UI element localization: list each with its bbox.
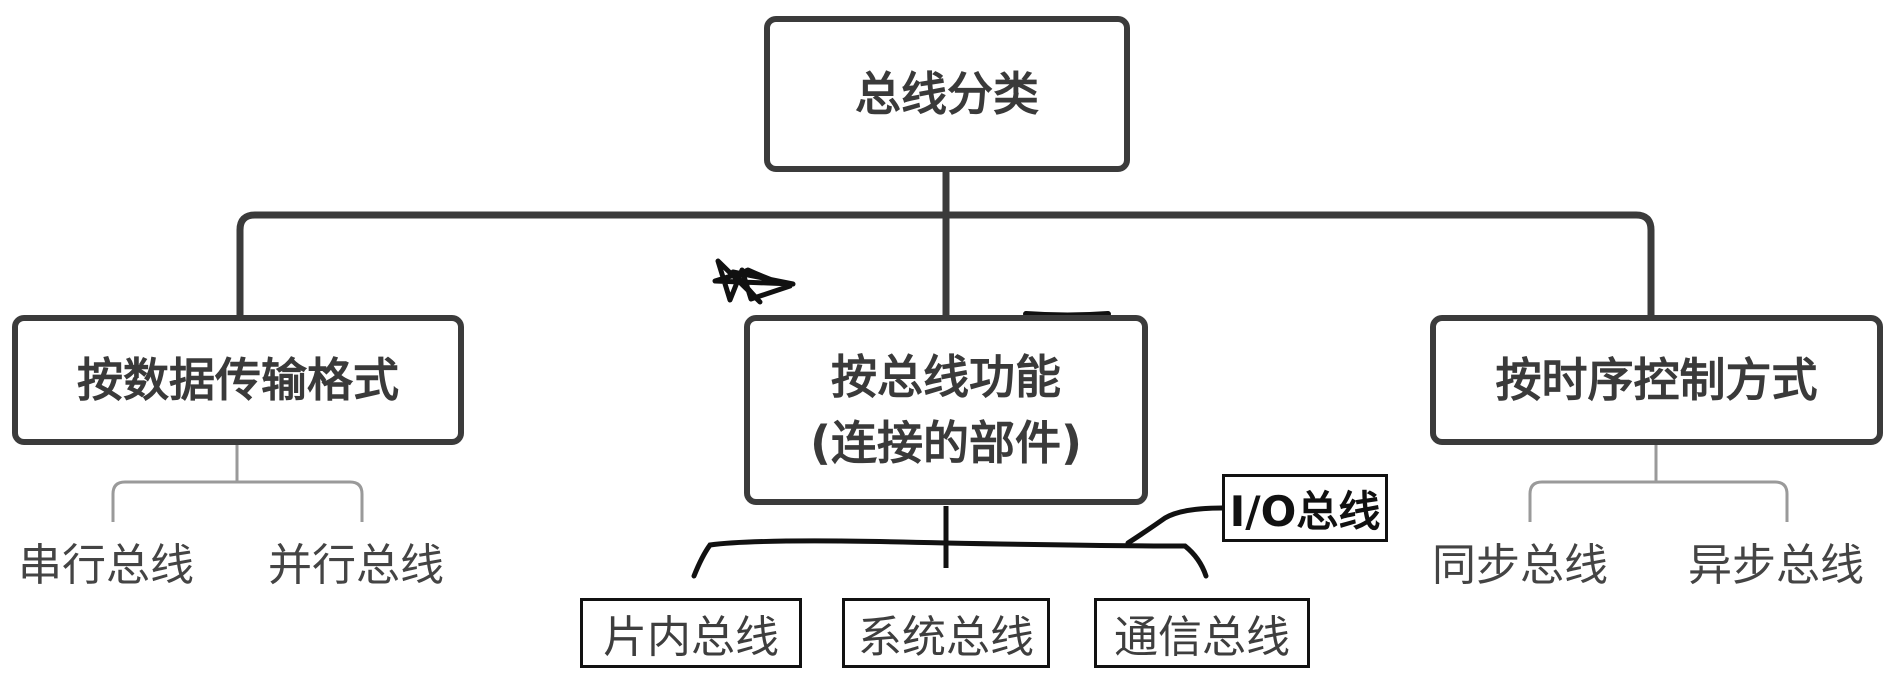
category-function: 按总线功能 (连接的部件) <box>744 315 1148 505</box>
right-child-bracket <box>1528 442 1789 522</box>
star-icon <box>712 258 796 305</box>
category-timing: 按时序控制方式 <box>1430 315 1883 445</box>
io-callout-line <box>1125 505 1225 546</box>
leaf-communication-bus: 通信总线 <box>1094 598 1310 668</box>
category-sublabel: (连接的部件) <box>809 416 1083 470</box>
leaf-system-bus: 系统总线 <box>842 598 1050 668</box>
leaf-serial-bus: 串行总线 <box>18 540 194 591</box>
category-label: 按数据传输格式 <box>77 353 399 407</box>
leaf-async-bus: 异步总线 <box>1688 540 1864 591</box>
left-child-bracket <box>111 442 364 522</box>
center-child-bracket <box>691 538 1209 579</box>
io-bus-annotation: I/O总线 <box>1222 474 1388 542</box>
category-label: 按时序控制方式 <box>1495 353 1818 407</box>
leaf-sync-bus: 同步总线 <box>1432 540 1608 591</box>
category-label: 按总线功能 <box>831 350 1061 404</box>
root-node: 总线分类 <box>764 16 1130 172</box>
root-label: 总线分类 <box>855 67 1039 121</box>
leaf-parallel-bus: 并行总线 <box>268 540 444 591</box>
leaf-on-chip-bus: 片内总线 <box>580 598 802 668</box>
category-data-format: 按数据传输格式 <box>12 315 464 445</box>
